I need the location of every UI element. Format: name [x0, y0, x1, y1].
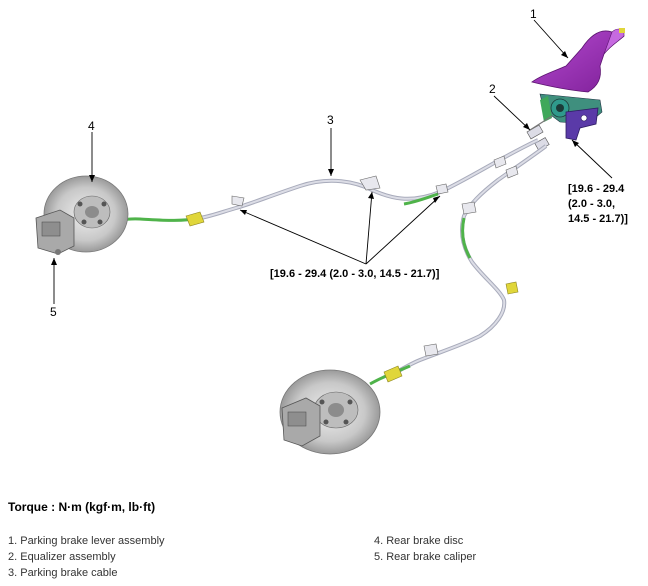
legend-column-right: 4. Rear brake disc 5. Rear brake caliper — [374, 533, 476, 565]
parking-brake-lever-assembly — [531, 28, 625, 141]
lever-torque-line-1: [19.6 - 29.4 — [568, 183, 625, 195]
rear-brake-caliper-right — [281, 397, 321, 447]
legend-column-left: 1. Parking brake lever assembly 2. Equal… — [8, 533, 165, 581]
torque-heading: Torque : N·m (kgf·m, lb·ft) — [8, 500, 156, 514]
callout-2: 2 — [489, 82, 496, 96]
leader-lines — [53, 19, 613, 304]
legend-item-cable: 3. Parking brake cable — [8, 567, 118, 579]
equalizer-assembly — [526, 115, 553, 151]
parking-brake-cable — [99, 138, 548, 386]
legend-item-disc: 4. Rear brake disc — [374, 535, 464, 547]
leader-arrowheads — [51, 51, 579, 265]
lever-torque-line-3: 14.5 - 21.7)] — [568, 213, 628, 225]
legend-item-equalizer: 2. Equalizer assembly — [8, 551, 116, 563]
cable-torque-spec: [19.6 - 29.4 (2.0 - 3.0, 14.5 - 21.7)] — [270, 268, 440, 280]
rear-brake-caliper-left — [35, 209, 75, 255]
parking-brake-diagram: 1 2 3 4 5 [19.6 - 29.4 (2.0 - 3.0, 14.5 … — [35, 7, 628, 455]
callout-1: 1 — [530, 7, 537, 21]
callout-3: 3 — [327, 113, 334, 127]
callout-5: 5 — [50, 305, 57, 319]
legend-item-caliper: 5. Rear brake caliper — [374, 551, 477, 563]
callout-4: 4 — [88, 119, 95, 133]
lever-torque-line-2: (2.0 - 3.0, — [568, 198, 615, 210]
legend-item-lever: 1. Parking brake lever assembly — [8, 535, 165, 547]
